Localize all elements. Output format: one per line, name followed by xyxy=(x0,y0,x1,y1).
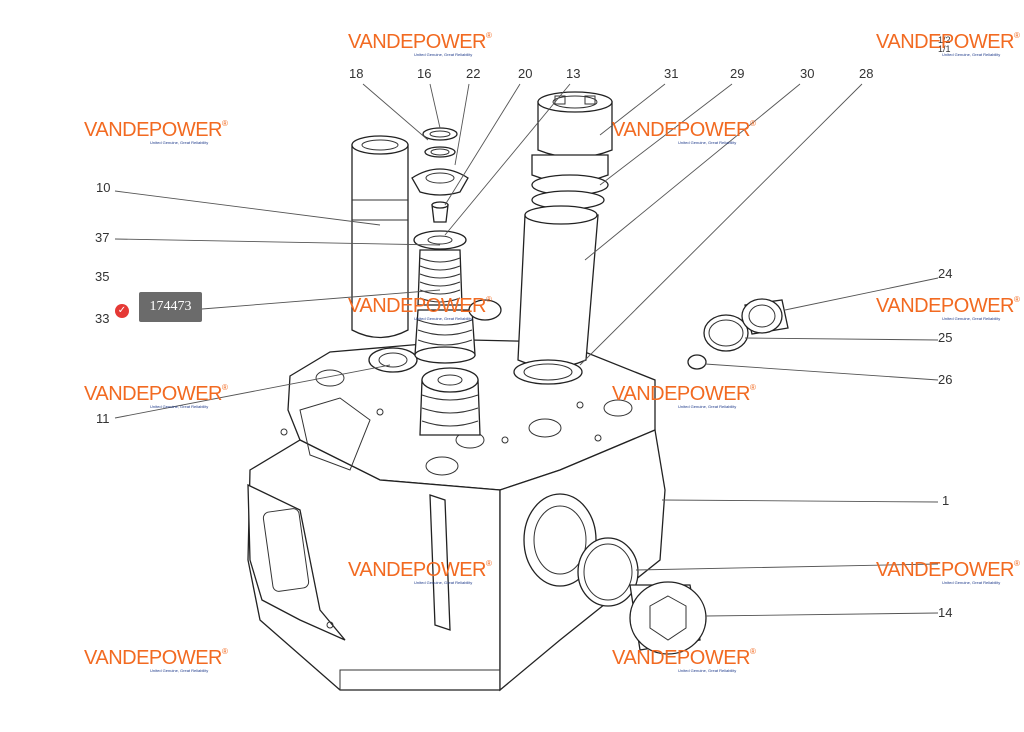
watermark-brand: VANDEPOWER® xyxy=(876,295,1020,317)
callout-28: 28 xyxy=(859,66,874,81)
vandepower-watermark: VANDEPOWER®United Genuine, Great Reliabi… xyxy=(612,383,756,409)
watermark-tagline: United Genuine, Great Reliability xyxy=(150,140,209,145)
watermark-tagline: United Genuine, Great Reliability xyxy=(414,580,473,585)
callout-11: 11 xyxy=(96,411,110,426)
corner-text-line: 1/2 xyxy=(938,35,951,45)
part-10-sleeve-tube xyxy=(351,135,409,339)
registered-mark: ® xyxy=(1013,295,1020,304)
callout-14: 14 xyxy=(938,605,953,620)
watermark-brand-text: VANDEPOWER xyxy=(348,31,486,53)
watermark-brand: VANDEPOWER® xyxy=(84,383,228,405)
vandepower-watermark: VANDEPOWER®United Genuine, Great Reliabi… xyxy=(876,559,1020,585)
watermark-tagline: United Genuine, Great Reliability xyxy=(678,668,737,673)
vandepower-watermark: VANDEPOWER®United Genuine, Great Reliabi… xyxy=(348,31,492,57)
registered-mark: ® xyxy=(749,119,756,128)
callout-37: 37 xyxy=(95,230,110,245)
callout-25: 25 xyxy=(938,330,953,345)
plug-assembly xyxy=(687,298,789,370)
callout-33: 33 xyxy=(95,311,110,326)
registered-mark: ® xyxy=(1013,559,1020,568)
registered-mark: ® xyxy=(221,119,228,128)
registered-mark: ® xyxy=(749,383,756,392)
watermark-brand: VANDEPOWER® xyxy=(612,119,756,141)
callout-13: 13 xyxy=(566,66,581,81)
registered-mark: ® xyxy=(221,383,228,392)
callout-10: 10 xyxy=(96,180,111,195)
watermark-brand: VANDEPOWER® xyxy=(612,647,756,669)
side-plug-14 xyxy=(577,537,707,655)
vandepower-watermark: VANDEPOWER®United Genuine, Great Reliabi… xyxy=(84,119,228,145)
watermark-brand-text: VANDEPOWER xyxy=(348,295,486,317)
registered-mark: ® xyxy=(485,559,492,568)
corner-text-line: 1/1 xyxy=(938,44,951,55)
valve-stack xyxy=(411,127,502,436)
vandepower-watermark: VANDEPOWER®United Genuine, Great Reliabi… xyxy=(348,559,492,585)
registered-mark: ® xyxy=(485,295,492,304)
vandepower-watermark: VANDEPOWER®United Genuine, Great Reliabi… xyxy=(612,119,756,145)
callout-35: 35 xyxy=(95,269,110,284)
watermark-brand: VANDEPOWER® xyxy=(348,295,492,317)
watermark-brand-text: VANDEPOWER xyxy=(84,647,222,669)
watermark-brand-text: VANDEPOWER xyxy=(876,295,1014,317)
vandepower-watermark: VANDEPOWER®United Genuine, Great Reliabi… xyxy=(876,31,1020,57)
watermark-tagline: United Genuine, Great Reliability xyxy=(414,316,473,321)
vandepower-watermark: VANDEPOWER®United Genuine, Great Reliabi… xyxy=(84,383,228,409)
callout-20: 20 xyxy=(518,66,533,81)
callout-29: 29 xyxy=(730,66,745,81)
callout-1: 1 xyxy=(942,493,950,508)
watermark-tagline: United Genuine, Great Reliability xyxy=(150,668,209,673)
watermark-tagline: United Genuine, Great Reliability xyxy=(150,404,209,409)
watermark-brand: VANDEPOWER® xyxy=(84,647,228,669)
part-number-tooltip: 174473 xyxy=(139,292,202,322)
watermark-brand-text: VANDEPOWER xyxy=(612,383,750,405)
watermark-brand-text: VANDEPOWER xyxy=(612,647,750,669)
vandepower-watermark: VANDEPOWER®United Genuine, Great Reliabi… xyxy=(876,295,1020,321)
watermark-brand: VANDEPOWER® xyxy=(612,383,756,405)
watermark-brand: VANDEPOWER® xyxy=(348,559,492,581)
part-11-ring xyxy=(368,347,418,373)
watermark-brand-text: VANDEPOWER xyxy=(876,559,1014,581)
watermark-brand-text: VANDEPOWER xyxy=(84,119,222,141)
watermark-brand: VANDEPOWER® xyxy=(348,31,492,53)
callout-31: 31 xyxy=(664,66,679,81)
watermark-tagline: United Genuine, Great Reliability xyxy=(942,52,1001,57)
watermark-brand-text: VANDEPOWER xyxy=(876,31,1014,53)
watermark-brand-text: VANDEPOWER xyxy=(348,559,486,581)
callout-22: 22 xyxy=(466,66,481,81)
watermark-tagline: United Genuine, Great Reliability xyxy=(678,140,737,145)
watermark-brand: VANDEPOWER® xyxy=(876,559,1020,581)
callout-18: 18 xyxy=(349,66,364,81)
vandepower-watermark: VANDEPOWER®United Genuine, Great Reliabi… xyxy=(348,295,492,321)
leader-lines xyxy=(114,83,939,617)
watermark-brand-text: VANDEPOWER xyxy=(612,119,750,141)
watermark-brand: VANDEPOWER® xyxy=(876,31,1020,53)
callout-30: 30 xyxy=(800,66,815,81)
watermark-tagline: United Genuine, Great Reliability xyxy=(942,316,1001,321)
watermark-brand-text: VANDEPOWER xyxy=(84,383,222,405)
registered-mark: ® xyxy=(749,647,756,656)
registered-mark: ® xyxy=(485,31,492,40)
injector-sleeve xyxy=(513,91,613,385)
watermark-tagline: United Genuine, Great Reliability xyxy=(678,404,737,409)
callout-24: 24 xyxy=(938,266,953,281)
watermark-tagline: United Genuine, Great Reliability xyxy=(414,52,473,57)
vandepower-watermark: VANDEPOWER®United Genuine, Great Reliabi… xyxy=(84,647,228,673)
vandepower-watermark: VANDEPOWER®United Genuine, Great Reliabi… xyxy=(612,647,756,673)
watermark-brand: VANDEPOWER® xyxy=(84,119,228,141)
corner-page-text: 1/2 1/1 xyxy=(938,35,951,55)
callout-26: 26 xyxy=(938,372,953,387)
watermark-tagline: United Genuine, Great Reliability xyxy=(942,580,1001,585)
registered-mark: ® xyxy=(1013,31,1020,40)
registered-mark: ® xyxy=(221,647,228,656)
callout-16: 16 xyxy=(417,66,432,81)
check-icon[interactable]: ✓ xyxy=(115,304,129,318)
